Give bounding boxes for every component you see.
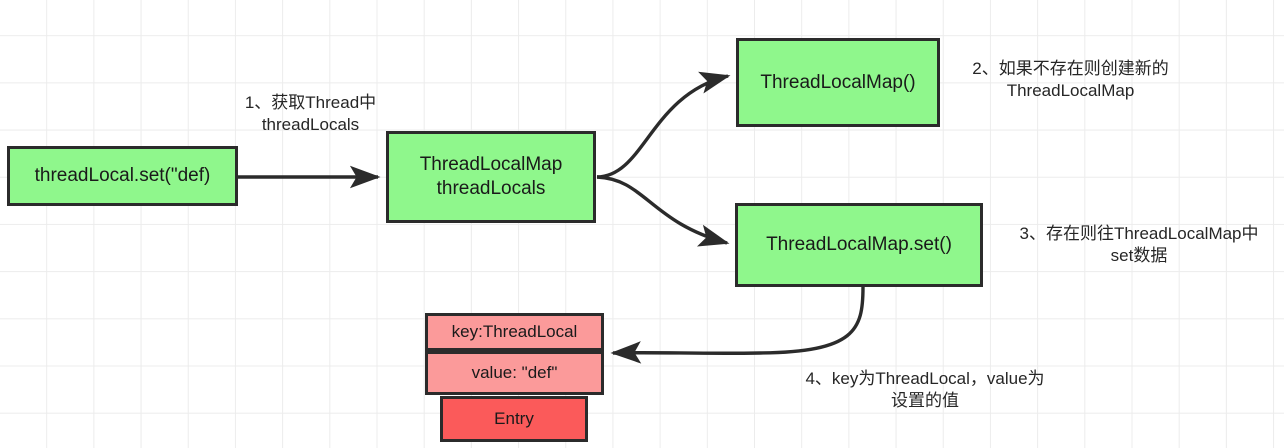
step-1-label: 1、获取Thread中 threadLocals — [244, 93, 377, 135]
node-threadlocal-set[interactable]: threadLocal.set("def) — [7, 146, 238, 206]
entry-key-row[interactable]: key:ThreadLocal — [425, 313, 604, 351]
entry-name-row[interactable]: Entry — [440, 396, 588, 442]
edge-threadlocals-to-set — [596, 175, 730, 247]
step-3-label: 3、存在则往ThreadLocalMap中 set数据 — [1019, 224, 1259, 266]
node-threadlocalmap-threadlocals[interactable]: ThreadLocalMap threadLocals — [386, 131, 596, 223]
entry-value-row[interactable]: value: "def" — [425, 351, 604, 395]
step-4-label: 4、key为ThreadLocal，value为 设置的值 — [805, 369, 1045, 411]
edge-threadlocals-to-ctor — [596, 71, 731, 179]
node-threadlocalmap-set[interactable]: ThreadLocalMap.set() — [735, 203, 983, 287]
step-2-label: 2、如果不存在则创建新的 ThreadLocalMap — [972, 59, 1169, 101]
edge-set-to-entry — [610, 286, 865, 364]
node-threadlocalmap-constructor[interactable]: ThreadLocalMap() — [736, 38, 940, 127]
